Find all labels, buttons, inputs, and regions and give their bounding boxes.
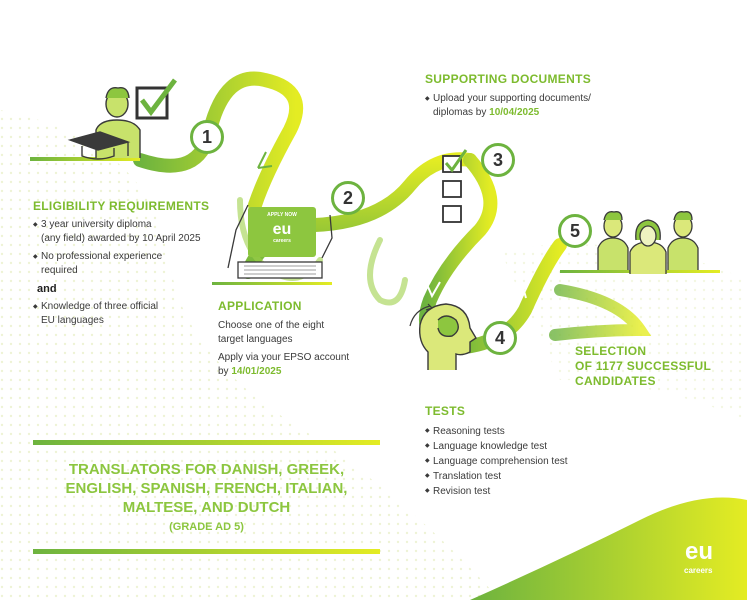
banner-line: TRANSLATORS FOR DANISH, GREEK,	[68, 461, 345, 478]
eligibility-title: ELIGIBILITY REQUIREMENTS	[33, 199, 210, 213]
eligibility-text: 3 year university diploma (any field) aw…	[33, 218, 223, 328]
selection-line: OF 1177 SUCCESSFUL	[575, 359, 712, 373]
supporting-line: Upload your supporting documents/	[425, 92, 625, 106]
corner-wave	[470, 497, 747, 600]
banner-bar-bottom	[33, 549, 380, 554]
step-5-badge: 5	[558, 214, 592, 248]
banner-line: MALTESE, AND DUTCH	[122, 499, 291, 516]
banner-bar-top	[33, 440, 380, 445]
step-1-badge: 1	[190, 120, 224, 154]
selection-line: SELECTION	[575, 344, 647, 358]
tests-title: TESTS	[425, 404, 466, 418]
eligibility-bullet-cont: required	[41, 265, 78, 276]
selection-title: SELECTION OF 1177 SUCCESSFUL CANDIDATES	[575, 344, 711, 389]
tablet-eu-logo-sub: careers	[273, 238, 291, 244]
tablet-screen: APPLY NOW eu careers	[248, 207, 316, 257]
supporting-documents-title: SUPPORTING DOCUMENTS	[425, 72, 592, 86]
supporting-date: 10/04/2025	[489, 107, 540, 118]
tests-item: Language knowledge test	[425, 439, 625, 454]
dot-pattern-left	[0, 110, 500, 600]
head-brain-icon	[409, 303, 477, 370]
step-3-badge: 3	[481, 143, 515, 177]
eligibility-bullet: No professional experience	[33, 250, 223, 264]
tablet-icon	[212, 204, 333, 285]
eu-careers-logo: eu	[685, 538, 714, 565]
application-line: Apply via your EPSO account	[218, 352, 350, 363]
checklist-icon	[442, 149, 468, 223]
step-2-badge: 2	[331, 181, 365, 215]
eu-careers-logo-sub: careers	[684, 566, 713, 575]
eligibility-bullet: Knowledge of three official	[33, 300, 223, 314]
tests-item: Translation test	[425, 469, 625, 484]
eligibility-bullet-cont: EU languages	[41, 315, 104, 326]
arrow-2	[359, 180, 377, 195]
banner-title: TRANSLATORS FOR DANISH, GREEK, ENGLISH, …	[33, 460, 380, 537]
supporting-documents-text: Upload your supporting documents/ diplom…	[425, 92, 625, 120]
candidates-icon	[560, 211, 720, 274]
tablet-apply-label: APPLY NOW	[267, 212, 297, 218]
application-text: Choose one of the eight target languages…	[218, 319, 378, 379]
tests-item: Language comprehension test	[425, 454, 625, 469]
supporting-line: diplomas by	[433, 107, 487, 118]
tablet-eu-logo: eu	[272, 221, 292, 238]
arrow-4	[511, 281, 527, 299]
eligibility-bullet: 3 year university diploma	[33, 218, 223, 232]
application-title: APPLICATION	[218, 299, 302, 313]
tests-list: Reasoning tests Language knowledge test …	[425, 424, 625, 499]
banner-grade: (GRADE AD 5)	[169, 521, 244, 533]
arrow-3	[424, 279, 441, 299]
eligibility-and: and	[37, 283, 57, 295]
selection-line: CANDIDATES	[575, 374, 656, 388]
tests-item: Revision test	[425, 484, 625, 499]
application-line: target languages	[218, 334, 293, 345]
banner-line: ENGLISH, SPANISH, FRENCH, ITALIAN,	[65, 480, 348, 497]
application-date: 14/01/2025	[231, 366, 282, 377]
checkbox-icon	[135, 78, 177, 120]
graduate-icon	[30, 87, 141, 161]
application-line: by	[218, 366, 229, 377]
arrow-1	[257, 151, 273, 169]
tests-item: Reasoning tests	[425, 424, 625, 439]
step-4-badge: 4	[483, 321, 517, 355]
eligibility-bullet-cont: (any field) awarded by 10 April 2025	[41, 233, 201, 244]
application-line: Choose one of the eight	[218, 320, 325, 331]
